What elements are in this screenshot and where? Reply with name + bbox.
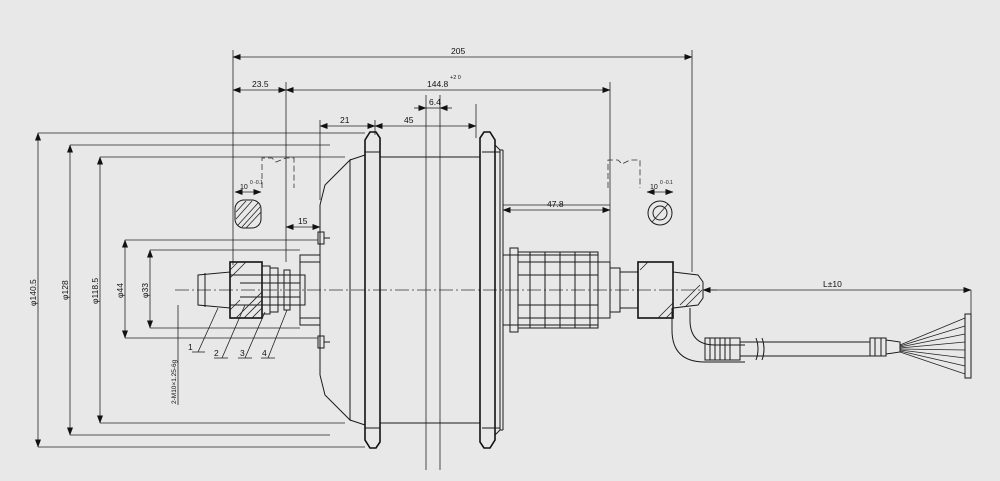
- right-axle-assembly: 10 0 -0.1: [502, 159, 704, 333]
- motor-housing: [299, 131, 504, 449]
- motor-cable: L±10: [671, 279, 972, 379]
- dim-21: 21: [340, 115, 350, 125]
- dim-23-5: 23.5: [252, 79, 269, 89]
- dim-144-8: 144.8: [427, 79, 449, 89]
- dim-45: 45: [404, 115, 414, 125]
- callout-2: 2: [214, 348, 219, 358]
- dim-slot-right-tol: 0 -0.1: [660, 180, 673, 186]
- dim-dia-140-5: φ140.5: [28, 279, 38, 306]
- callout-3: 3: [240, 348, 245, 358]
- dim-6-4: 6.4: [429, 97, 441, 107]
- dim-slot-right: 10: [650, 184, 658, 191]
- diameter-dimensions: φ140.5 φ128 φ118.5 φ44 φ33: [28, 132, 365, 448]
- dim-47-8: 47.8: [547, 199, 564, 209]
- callout-1: 1: [188, 342, 193, 352]
- dim-dia-33: φ33: [140, 283, 150, 298]
- dim-dia-118-5: φ118.5: [90, 278, 100, 304]
- callout-4: 4: [262, 348, 267, 358]
- dim-15: 15: [298, 216, 308, 226]
- dim-dia-128: φ128: [60, 280, 70, 300]
- dim-144-8-tolerance: +2 0: [450, 75, 461, 81]
- thread-note: 2-M10×1.25-6g: [171, 359, 178, 404]
- dim-cable-length: L±10: [823, 279, 842, 289]
- callouts: 1 2 3 4 2-M10×1.25-6g: [171, 304, 288, 405]
- top-dimensions: 205 23.5 144.8 +2 0 6.4 21 45 15 47.8: [232, 46, 693, 470]
- dim-205: 205: [451, 46, 465, 56]
- dim-dia-44: φ44: [115, 283, 125, 298]
- dim-slot-left-tol: 0 -0.1: [250, 180, 263, 186]
- dim-slot-left: 10: [240, 184, 248, 191]
- left-axle-assembly: 10 0 -0.1: [197, 157, 306, 319]
